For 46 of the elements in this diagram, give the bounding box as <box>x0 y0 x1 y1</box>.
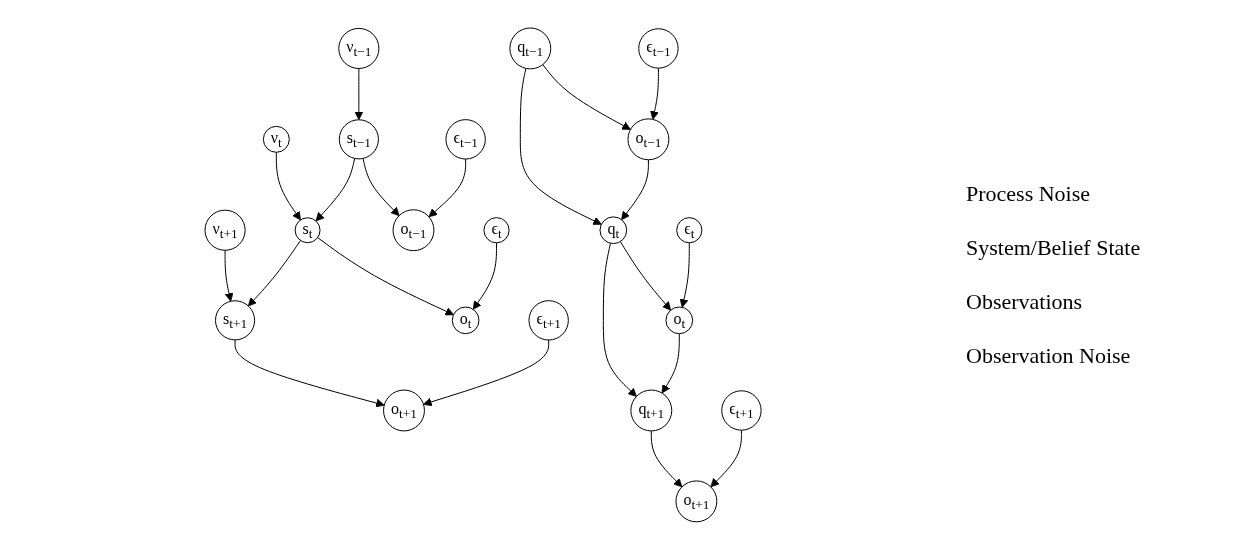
arrow <box>275 151 301 221</box>
node-circle: o$_{t}$ <box>665 306 694 335</box>
node-circle: s$_{t−1}$ <box>338 119 379 160</box>
arrow <box>362 158 400 217</box>
node-circle: ϵ$_{t−1}$ <box>445 119 486 160</box>
node-circle: ϵ$_{t+1}$ <box>528 300 569 341</box>
node-circle: ϵ$_{t+1}$ <box>721 390 762 431</box>
arrow <box>354 68 364 121</box>
arrow <box>428 158 467 218</box>
node-circle: s$_{t}$ <box>294 217 321 244</box>
arrow <box>619 241 671 311</box>
node-circle: ν$_{t+1}$ <box>204 209 246 251</box>
node-circle: ν$_{t}$ <box>262 125 290 153</box>
arrow <box>542 64 631 130</box>
arrow <box>710 429 742 488</box>
arrow <box>679 242 690 308</box>
arrow <box>650 430 683 488</box>
row-label: System/Belief State <box>966 235 1142 261</box>
arrow <box>650 67 659 120</box>
node-circle: ϵ$_{t−1}$ <box>638 28 679 69</box>
arrow <box>317 237 454 316</box>
node-circle: ν$_{t−1}$ <box>338 28 380 70</box>
node-circle: o$_{t−1}$ <box>392 209 435 252</box>
arrow <box>234 339 385 408</box>
node-circle: o$_{t−1}$ <box>627 118 670 161</box>
arrow <box>315 158 356 222</box>
node-circle: o$_{t}$ <box>451 306 480 335</box>
node-circle: o$_{t+1}$ <box>675 480 718 523</box>
arrow <box>519 68 602 225</box>
arrow <box>661 333 680 394</box>
row-label: Process Noise <box>966 181 1092 207</box>
node-circle: ϵ$_{t}$ <box>483 217 510 244</box>
arrow <box>423 339 550 407</box>
arrow <box>224 249 234 302</box>
node-circle: o$_{t+1}$ <box>382 389 425 432</box>
node-circle: q$_{t+1}$ <box>630 389 673 432</box>
node-circle: s$_{t+1}$ <box>214 300 256 341</box>
arrow <box>247 240 301 307</box>
row-label: Observations <box>966 289 1084 315</box>
row-label: Observation Noise <box>966 343 1132 369</box>
node-circle: q$_{t}$ <box>599 216 628 245</box>
node-circle: q$_{t−1}$ <box>509 27 552 70</box>
arrow <box>472 242 497 310</box>
arrow <box>602 242 637 397</box>
node-circle: ϵ$_{t}$ <box>676 217 703 244</box>
arrow <box>621 159 649 221</box>
